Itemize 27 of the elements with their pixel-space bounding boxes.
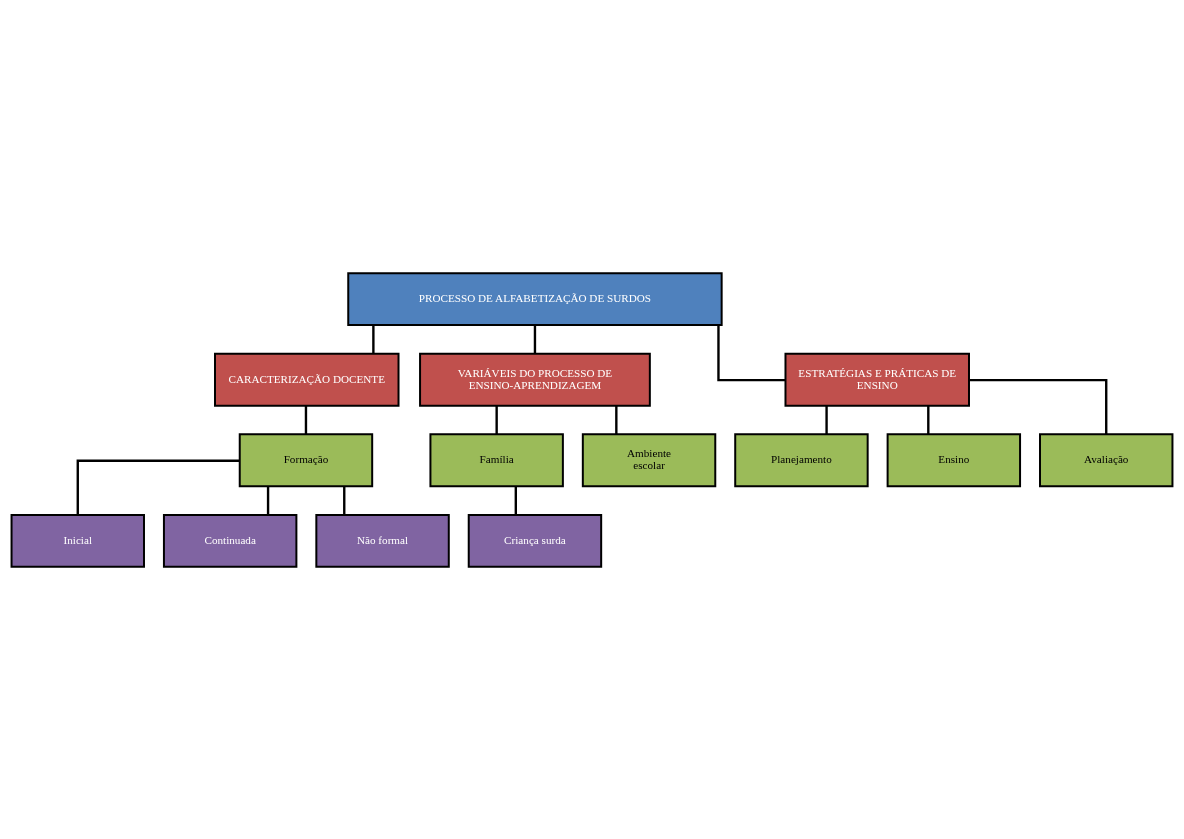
node-box: Continuada [162, 513, 298, 568]
connector [969, 378, 1108, 434]
node-box: Criança surda [467, 513, 603, 568]
connector [825, 405, 828, 434]
connector [343, 485, 346, 515]
connector [717, 324, 786, 381]
node-box: Inicial [10, 513, 145, 568]
connector [495, 405, 498, 434]
node-box: Formação [238, 432, 374, 487]
connector [927, 405, 930, 434]
connector [533, 324, 537, 354]
connector [372, 324, 375, 354]
node-box: Não formal [315, 513, 450, 568]
connector [615, 405, 618, 434]
connector [304, 405, 308, 434]
node-box: Ensino [886, 432, 1022, 487]
node-box: Avaliação [1039, 432, 1174, 487]
connector [266, 485, 270, 515]
node-box: Família [429, 432, 564, 487]
node-box: ESTRATÉGIAS E PRÁTICAS DE ENSINO [784, 352, 970, 407]
connector [76, 459, 240, 515]
node-box: Ambiente escolar [581, 432, 717, 487]
node-box: Planejamento [734, 432, 869, 487]
node-box: CARACTERIZAÇÃO DOCENTE [214, 352, 400, 407]
connector [514, 485, 517, 515]
node-box: VARIÁVEIS DO PROCESSO DE ENSINO-APRENDIZAGEM [419, 352, 651, 407]
node-box: PROCESSO DE ALFABETIZAÇÃO DE SURDOS [347, 271, 723, 326]
